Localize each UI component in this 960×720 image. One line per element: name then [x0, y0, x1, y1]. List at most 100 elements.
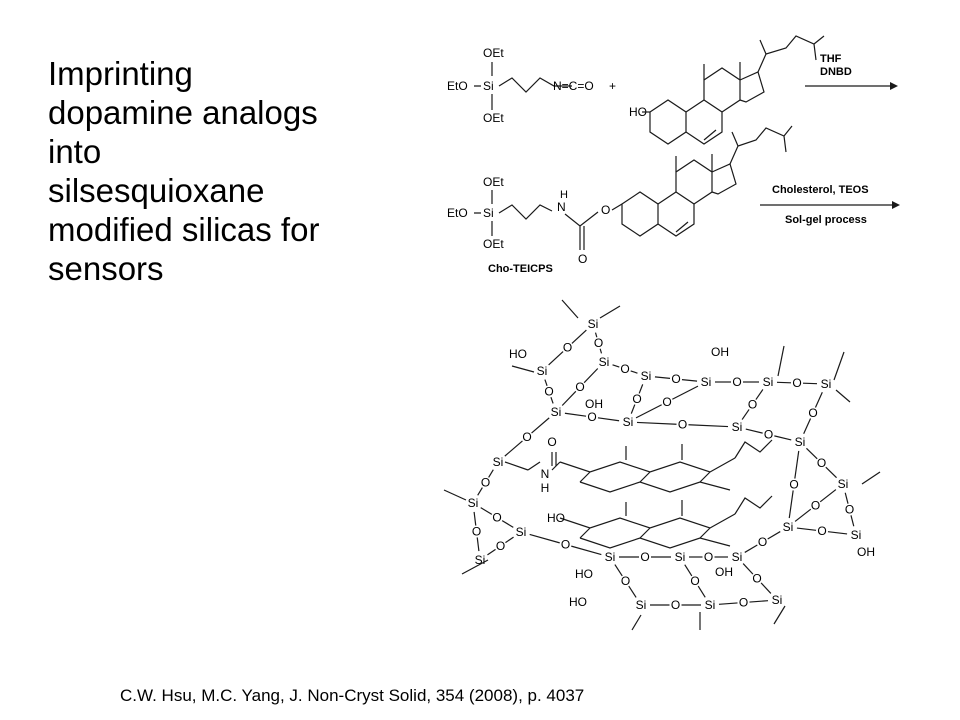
oxygen-atom: O: [704, 550, 713, 564]
oxygen-atom: O: [678, 418, 687, 432]
silicon-atom: Si: [772, 593, 783, 607]
oxygen-atom: O: [544, 385, 553, 399]
oxygen-atom: O: [561, 538, 570, 552]
bond: [488, 469, 494, 478]
bond: [473, 511, 477, 526]
nh-hydrogen-label: H: [560, 189, 568, 201]
product-name: Cho-TEICPS: [488, 263, 553, 275]
oxygen-atom: O: [690, 574, 699, 588]
bond: [684, 564, 693, 577]
ethoxy-label: OEt: [483, 237, 504, 251]
bond: [480, 507, 493, 515]
bond: [561, 390, 577, 406]
bond: [718, 602, 738, 605]
bond: [531, 417, 550, 434]
slide-title: Imprinting dopamine analogs into silsesq…: [48, 54, 388, 288]
oxygen-atom: O: [789, 478, 798, 492]
silicon-atom: Si: [838, 477, 849, 491]
bond: [697, 585, 706, 598]
bond: [599, 305, 621, 319]
oxygen-atom: O: [620, 362, 629, 376]
oxygen-atom: O: [640, 550, 649, 564]
bond: [825, 466, 837, 479]
carbonyl-o-label: O: [578, 252, 587, 266]
oxygen-atom: O: [496, 539, 505, 553]
silicon-atom: Si: [537, 364, 548, 378]
bond: [635, 404, 662, 419]
oxygen-atom: O: [662, 395, 671, 409]
hydroxyl-group: HO: [509, 347, 527, 361]
bond: [796, 527, 817, 531]
ethoxy-label: EtO: [447, 206, 468, 220]
oxygen-atom: O: [671, 598, 680, 612]
silicon-atom: Si: [551, 405, 562, 419]
silicon-atom: Si: [732, 420, 743, 434]
hydroxyl-group: HO: [569, 595, 587, 609]
bond: [501, 520, 514, 528]
bond: [760, 582, 772, 594]
oxygen-atom: O: [808, 406, 817, 420]
bond: [819, 489, 837, 503]
silicon-label: Si: [483, 206, 494, 220]
bond: [504, 440, 523, 457]
oxygen-atom: O: [621, 574, 630, 588]
oxygen-atom: O: [817, 456, 826, 470]
bond: [571, 545, 602, 556]
bond: [755, 389, 764, 400]
reaction-condition: Sol-gel process: [785, 214, 867, 226]
bond: [638, 384, 644, 394]
oxygen-atom: O: [817, 524, 826, 538]
citation: C.W. Hsu, M.C. Yang, J. Non-Cryst Solid,…: [120, 686, 585, 705]
silicon-atom: Si: [763, 375, 774, 389]
bond: [630, 370, 638, 374]
bond: [844, 492, 849, 504]
bond: [745, 428, 763, 434]
bond: [742, 563, 754, 575]
silicon-atom: Si: [821, 377, 832, 391]
cholesterol-template: [559, 439, 773, 493]
oxygen-atom: O: [671, 372, 680, 386]
silicon-atom: Si: [795, 435, 806, 449]
bond: [550, 396, 554, 404]
amide-n-label: N: [557, 200, 566, 214]
silicon-atom: Si: [636, 598, 647, 612]
silicon-atom: Si: [641, 369, 652, 383]
bond: [487, 548, 496, 556]
silicon-atom: Si: [732, 550, 743, 564]
silicon-label: Si: [483, 79, 494, 93]
bond: [548, 351, 564, 366]
bond: [630, 404, 636, 414]
bond: [788, 490, 794, 519]
silicon-atom: Si: [493, 455, 504, 469]
plus-sign: +: [609, 79, 616, 93]
bond: [599, 348, 603, 354]
bond: [461, 559, 489, 575]
title-line: Imprinting: [48, 55, 193, 92]
bond: [749, 600, 769, 603]
cholesterol-template: [559, 495, 773, 549]
hydroxyl-group: HO: [547, 511, 565, 525]
bond: [476, 537, 480, 552]
bond: [672, 385, 699, 400]
silicon-atom: Si: [783, 520, 794, 534]
bond: [777, 345, 785, 377]
ethoxy-label: OEt: [483, 111, 504, 125]
hydroxyl-group: HO: [575, 567, 593, 581]
silicon-atom: Si: [705, 598, 716, 612]
oxygen-atom: O: [522, 430, 531, 444]
bond: [571, 329, 587, 344]
bond: [806, 447, 818, 460]
silicon-atom: Si: [468, 496, 479, 510]
silicon-atom: Si: [623, 415, 634, 429]
bond: [794, 450, 800, 479]
silicon-atom: Si: [675, 550, 686, 564]
bond: [631, 614, 642, 631]
silicon-atom: Si: [588, 317, 599, 331]
bond: [614, 564, 623, 577]
bond: [511, 365, 535, 373]
hydroxyl-group: OH: [857, 545, 875, 559]
bond: [744, 544, 758, 553]
